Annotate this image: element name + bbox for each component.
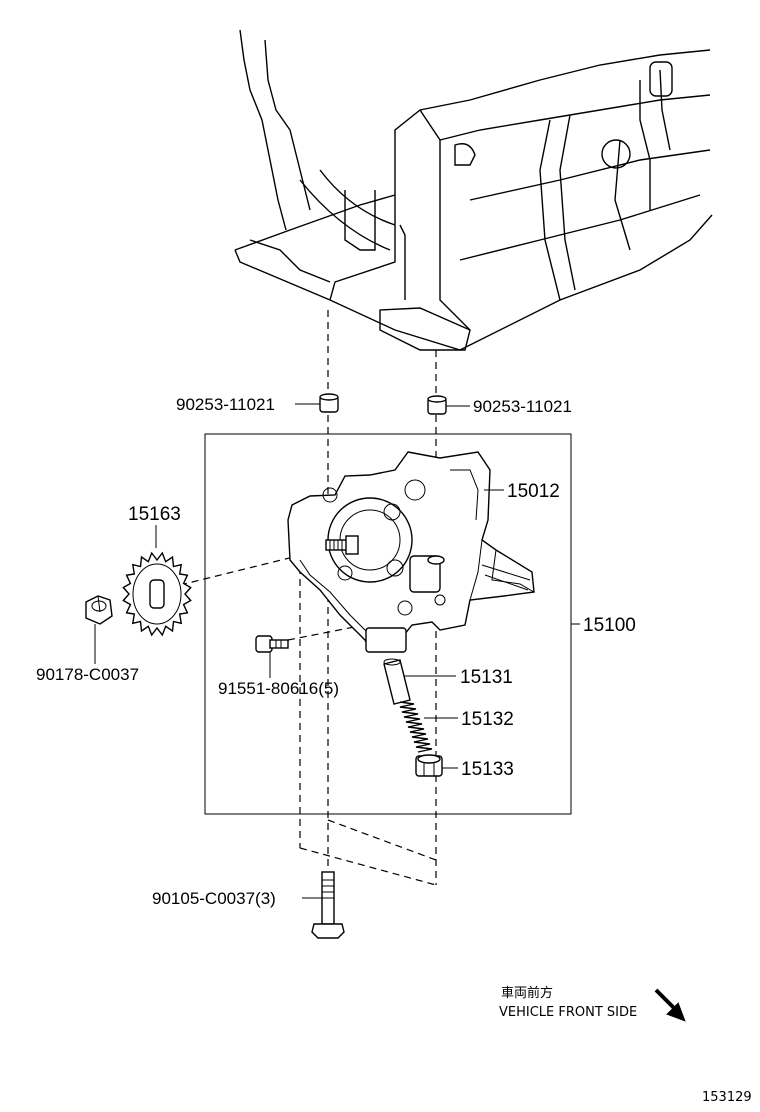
direction-label-en: VEHICLE FRONT SIDE bbox=[499, 1005, 637, 1020]
collar-left bbox=[319, 393, 339, 413]
engine-block bbox=[234, 29, 713, 351]
label-sprocket: 15163 bbox=[128, 504, 181, 525]
collar-right bbox=[427, 395, 447, 415]
label-screw: 91551-80616(5) bbox=[218, 679, 339, 698]
label-spring: 15132 bbox=[461, 709, 514, 730]
label-pump-cover: 15012 bbox=[507, 481, 560, 502]
sprocket-nut bbox=[85, 595, 113, 625]
cover-screw bbox=[255, 635, 289, 653]
label-valve: 15131 bbox=[460, 667, 513, 688]
leader-lines bbox=[94, 403, 580, 899]
relief-plug bbox=[415, 754, 443, 777]
relief-spring bbox=[399, 701, 433, 753]
label-plug: 15133 bbox=[461, 759, 514, 780]
label-collar-left: 90253-11021 bbox=[176, 395, 275, 414]
label-collar-right: 90253-11021 bbox=[473, 397, 572, 416]
figure-number: 153129 bbox=[702, 1090, 752, 1105]
label-bolt: 90105-C0037(3) bbox=[152, 889, 276, 908]
pump-drive-shaft bbox=[325, 535, 359, 555]
label-nut: 90178-C0037 bbox=[36, 665, 139, 684]
mounting-bolt bbox=[311, 871, 345, 939]
drive-sprocket bbox=[122, 551, 192, 637]
oil-pump-body bbox=[287, 451, 535, 653]
direction-label-jp: 車両前方 bbox=[501, 985, 553, 1001]
relief-valve bbox=[383, 658, 411, 705]
arrow-down-right-icon bbox=[654, 988, 686, 1022]
label-pump-assy: 15100 bbox=[583, 615, 636, 636]
